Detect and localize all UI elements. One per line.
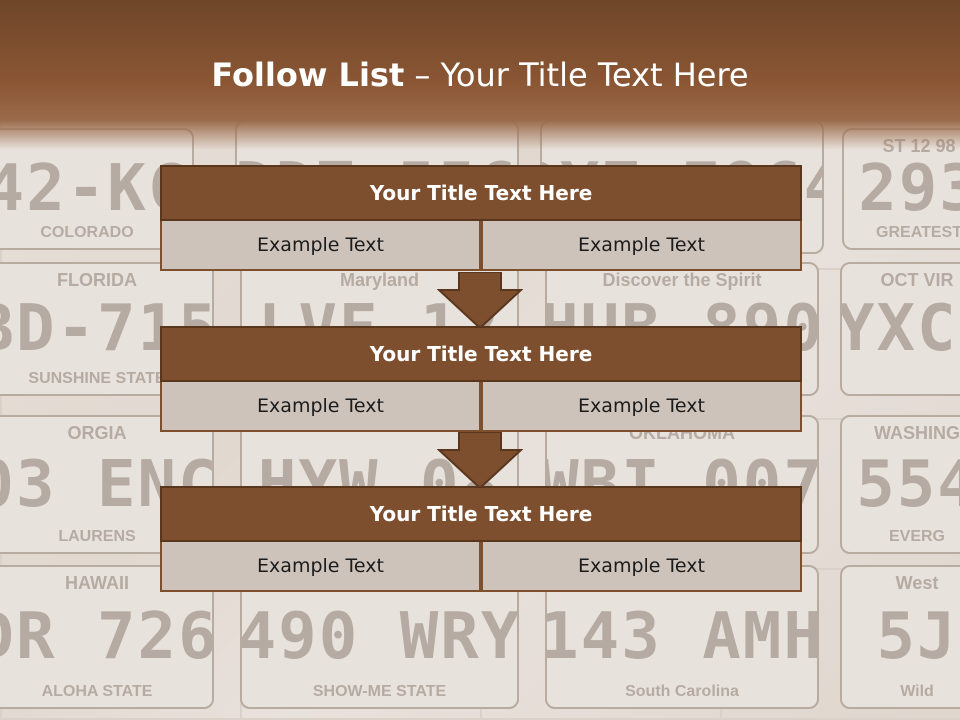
plate-number-text: 490 WRY (240, 600, 519, 674)
flow-block-3: Your Title Text Here Example Text Exampl… (160, 486, 802, 592)
block-row: Example Text Example Text (160, 221, 802, 271)
block-cell-right: Example Text (481, 382, 802, 432)
slide-title-rest: – Your Title Text Here (404, 56, 749, 94)
slide-title: Follow List – Your Title Text Here (0, 56, 960, 94)
background-plate: ORGIA 03 ENC LAURENS (0, 415, 214, 554)
block-row: Example Text Example Text (160, 542, 802, 592)
block-cell-right: Example Text (481, 542, 802, 592)
plate-footer-text: SHOW-ME STATE (312, 683, 447, 700)
block-cell-left: Example Text (160, 382, 481, 432)
plate-footer-text: SUNSHINE STATE (28, 370, 166, 387)
background-plate: West 5J Wild (840, 565, 960, 709)
plate-footer-text: GREATEST (876, 224, 960, 241)
block-cell-left: Example Text (160, 542, 481, 592)
block-title: Your Title Text Here (160, 165, 802, 221)
plate-number-text: 554 (856, 447, 960, 522)
plate-state-text: FLORIDA (57, 270, 137, 290)
flow-block-2: Your Title Text Here Example Text Exampl… (160, 326, 802, 432)
plate-footer-text: ALOHA STATE (41, 683, 153, 700)
flow-block-1: Your Title Text Here Example Text Exampl… (160, 165, 802, 271)
plate-state-text: WASHING (873, 423, 960, 443)
plate-number-text: 5J (876, 600, 958, 674)
block-cell-left: Example Text (160, 221, 481, 271)
plate-number-text: 293 (858, 152, 960, 226)
plate-state-text: Maryland (339, 270, 420, 290)
header-band (0, 0, 960, 150)
plate-footer-text: LAURENS (58, 528, 136, 545)
plate-number-text: 143 AMH (545, 600, 819, 674)
plate-number-text: YXC- (840, 292, 960, 366)
plate-state-text: West (895, 573, 939, 593)
slide-title-bold: Follow List (211, 56, 405, 94)
down-arrow-icon (437, 432, 523, 490)
block-title: Your Title Text Here (160, 326, 802, 382)
plate-footer-text: Wild (900, 683, 934, 700)
background-plate: HAWAII DR 726 ALOHA STATE (0, 565, 214, 709)
down-arrow-icon (437, 272, 523, 330)
block-title: Your Title Text Here (160, 486, 802, 542)
background-plate: OCT VIR YXC- (840, 262, 960, 396)
plate-number-text: 42-KC (0, 152, 189, 226)
plate-state-text: OCT VIR (880, 270, 954, 290)
plate-footer-text: COLORADO (40, 224, 134, 241)
plate-number-text: DR 726 (0, 600, 214, 674)
block-row: Example Text Example Text (160, 382, 802, 432)
block-cell-right: Example Text (481, 221, 802, 271)
plate-state-text: Discover the Spirit (602, 270, 762, 290)
plate-state-text: HAWAII (64, 573, 129, 593)
plate-state-text: ORGIA (67, 423, 127, 443)
background-plate: WASHING 554 EVERG (840, 415, 960, 554)
plate-footer-text: South Carolina (625, 683, 739, 700)
plate-footer-text: EVERG (888, 528, 945, 545)
